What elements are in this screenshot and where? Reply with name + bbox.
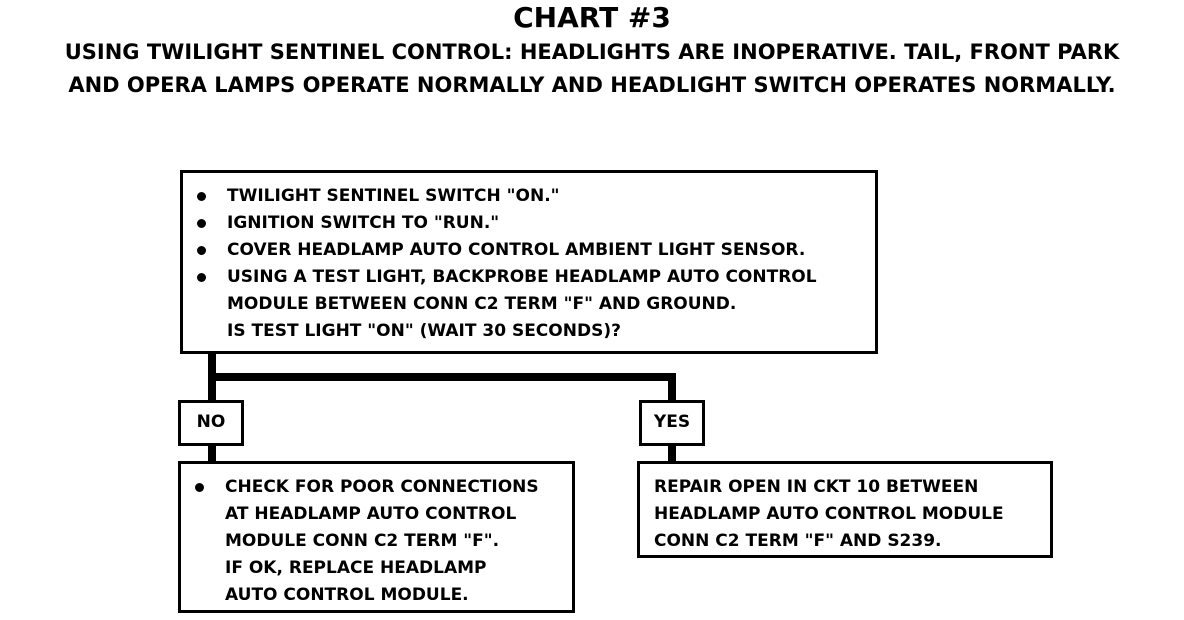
- yes-branch-label: YES: [639, 400, 705, 446]
- no-result-line-3-text: MODULE CONN C2 TERM "F".: [225, 531, 500, 551]
- no-branch-label: NO: [178, 400, 244, 446]
- main-step-3-text: COVER HEADLAMP AUTO CONTROL AMBIENT LIGH…: [227, 240, 806, 260]
- bullet-icon: [197, 273, 206, 282]
- main-test-steps: TWILIGHT SENTINEL SWITCH "ON." IGNITION …: [183, 183, 875, 345]
- yes-result-line-2: HEADLAMP AUTO CONTROL MODULE: [654, 504, 1004, 524]
- main-test-box: TWILIGHT SENTINEL SWITCH "ON." IGNITION …: [180, 170, 878, 354]
- no-result-line-5: AUTO CONTROL MODULE.: [181, 582, 572, 609]
- yes-result-line-1: REPAIR OPEN IN CKT 10 BETWEEN: [654, 477, 979, 497]
- bullet-icon: [197, 246, 206, 255]
- main-step-3: COVER HEADLAMP AUTO CONTROL AMBIENT LIGH…: [183, 237, 875, 264]
- main-step-2-text: IGNITION SWITCH TO "RUN.": [227, 213, 500, 233]
- no-result-box: CHECK FOR POOR CONNECTIONS AT HEADLAMP A…: [178, 461, 575, 613]
- no-result-line-5-text: AUTO CONTROL MODULE.: [225, 585, 469, 605]
- subtitle-line-1: USING TWILIGHT SENTINEL CONTROL: HEADLIG…: [64, 40, 1120, 64]
- chart-title: CHART #3: [513, 1, 671, 34]
- no-result-line-3: MODULE CONN C2 TERM "F".: [181, 528, 572, 555]
- main-step-4: USING A TEST LIGHT, BACKPROBE HEADLAMP A…: [183, 264, 875, 291]
- bullet-icon: [195, 483, 204, 492]
- bullet-icon: [197, 192, 206, 201]
- no-result-line-1-text: CHECK FOR POOR CONNECTIONS: [225, 477, 539, 497]
- main-step-4-text: USING A TEST LIGHT, BACKPROBE HEADLAMP A…: [227, 267, 817, 287]
- no-result-line-2: AT HEADLAMP AUTO CONTROL: [181, 501, 572, 528]
- no-result-line-4: IF OK, REPLACE HEADLAMP: [181, 555, 572, 582]
- main-question-text: IS TEST LIGHT "ON" (WAIT 30 SECONDS)?: [227, 321, 621, 341]
- yes-result-box: REPAIR OPEN IN CKT 10 BETWEEN HEADLAMP A…: [637, 461, 1053, 558]
- no-result-line-1: CHECK FOR POOR CONNECTIONS: [181, 474, 572, 501]
- no-result-text: CHECK FOR POOR CONNECTIONS AT HEADLAMP A…: [181, 474, 572, 609]
- bullet-icon: [197, 219, 206, 228]
- chart-subtitle: USING TWILIGHT SENTINEL CONTROL: HEADLIG…: [0, 36, 1184, 102]
- connector-no-result: [208, 445, 216, 462]
- main-step-1: TWILIGHT SENTINEL SWITCH "ON.": [183, 183, 875, 210]
- subtitle-line-2: AND OPERA LAMPS OPERATE NORMALLY AND HEA…: [68, 73, 1116, 97]
- main-step-4-cont-1-text: MODULE BETWEEN CONN C2 TERM "F" AND GROU…: [227, 294, 737, 314]
- yes-result-line-3: CONN C2 TERM "F" AND S239.: [654, 531, 942, 551]
- no-result-line-4-text: IF OK, REPLACE HEADLAMP: [225, 558, 487, 578]
- main-step-2: IGNITION SWITCH TO "RUN.": [183, 210, 875, 237]
- main-step-1-text: TWILIGHT SENTINEL SWITCH "ON.": [227, 186, 560, 206]
- connector-yes-down: [668, 373, 676, 401]
- main-step-4-cont-1: MODULE BETWEEN CONN C2 TERM "F" AND GROU…: [183, 291, 875, 318]
- connector-yes-result: [668, 445, 676, 462]
- connector-horizontal: [208, 373, 676, 381]
- no-result-line-2-text: AT HEADLAMP AUTO CONTROL: [225, 504, 517, 524]
- main-question: IS TEST LIGHT "ON" (WAIT 30 SECONDS)?: [183, 318, 875, 345]
